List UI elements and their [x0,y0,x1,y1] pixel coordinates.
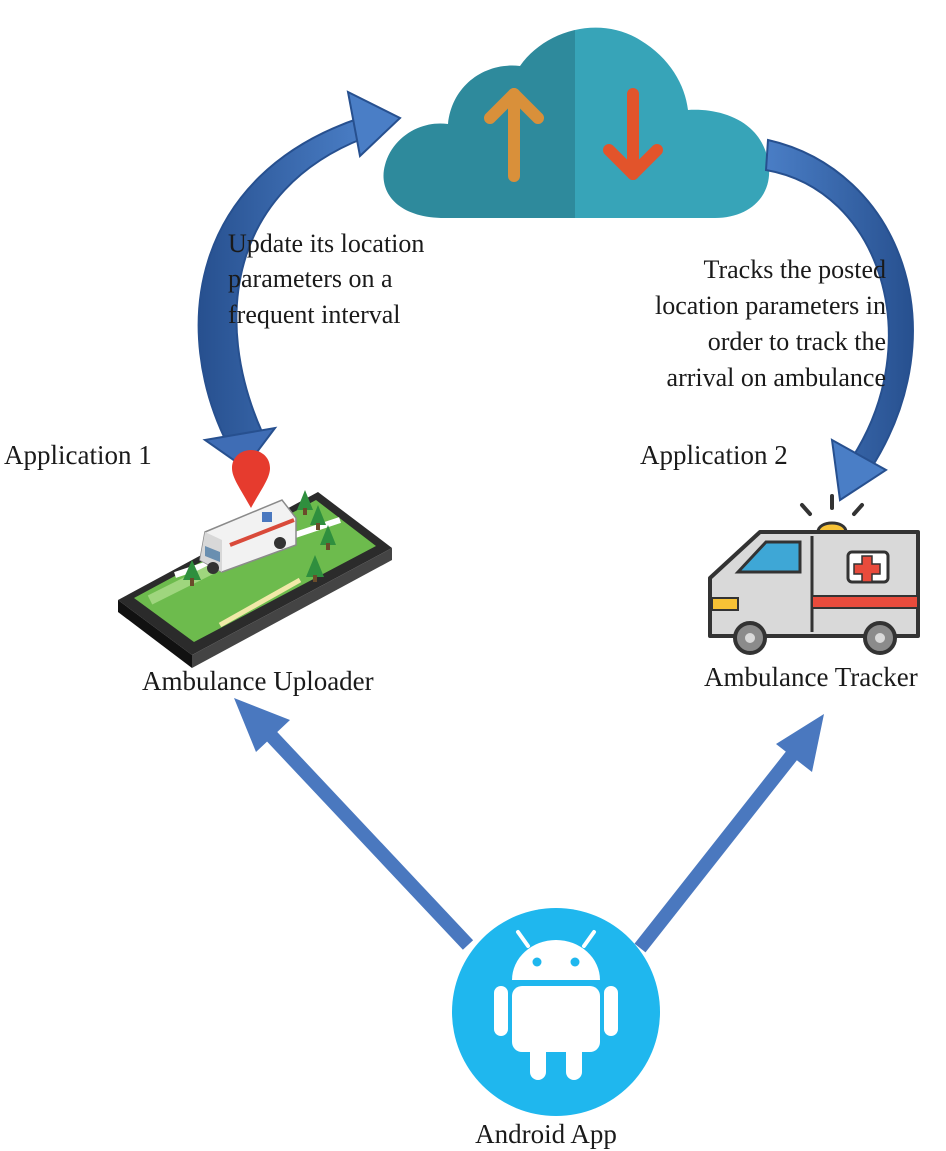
android-app-label: Android App [475,1119,617,1149]
ambulance-tracker-icon [708,494,920,655]
track-curved-arrow [764,138,914,502]
track-note-line: arrival on ambulance [667,363,886,392]
upload-note-line: parameters on a [228,264,393,293]
android-to-uploader-arrow [234,698,474,950]
ambulance-uploader-label: Ambulance Uploader [142,666,374,696]
medical-cross-icon [846,550,890,584]
cloud-icon [383,27,770,219]
upload-note-line: frequent interval [228,300,401,329]
download-arrow-icon [603,88,663,180]
application-2-label: Application 2 [640,440,788,470]
phone-map-icon [118,450,392,668]
application-1-label: Application 1 [4,440,152,470]
location-pin-icon [232,450,270,508]
tree-icon [183,490,336,586]
cloud-right-half [575,27,770,219]
upload-arrow-icon [484,88,544,182]
upload-note: Update its location parameters on a freq… [228,229,424,329]
track-note-line: order to track the [708,327,886,356]
track-note-line: location parameters in [655,291,886,320]
track-note: Tracks the posted location parameters in… [655,255,886,392]
ambulance-tracker-label: Ambulance Tracker [704,662,918,692]
upload-note-line: Update its location [228,229,424,258]
cloud-left-half [383,27,575,219]
siren-rays-icon [800,494,864,516]
android-icon [452,908,660,1116]
track-note-line: Tracks the posted [704,255,886,284]
upload-curved-arrow [197,90,402,470]
small-ambulance-icon [199,499,297,574]
android-to-tracker-arrow [634,714,824,953]
